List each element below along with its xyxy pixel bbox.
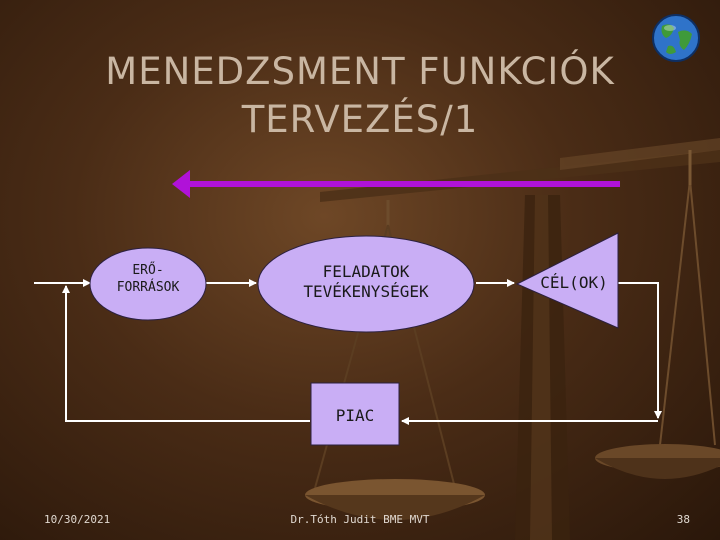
feladatok-label: FELADATOK TEVÉKENYSÉGEK — [258, 262, 474, 302]
eroforrasok-label-line2: FORRÁSOK — [88, 279, 208, 296]
feladatok-label-line1: FELADATOK — [258, 262, 474, 282]
footer-date: 10/30/2021 — [44, 513, 110, 526]
cel-label: CÉL(OK) — [524, 273, 624, 292]
eroforrasok-label-line1: ERŐ- — [88, 262, 208, 279]
purple-left-arrow — [172, 170, 620, 198]
piac-label: PIAC — [310, 406, 400, 425]
feladatok-label-line2: TEVÉKENYSÉGEK — [258, 282, 474, 302]
footer-author: Dr.Tóth Judit BME MVT — [250, 513, 470, 526]
feedback-right-connector — [618, 283, 658, 418]
footer-page-number: 38 — [650, 513, 690, 526]
eroforrasok-label: ERŐ- FORRÁSOK — [88, 262, 208, 296]
